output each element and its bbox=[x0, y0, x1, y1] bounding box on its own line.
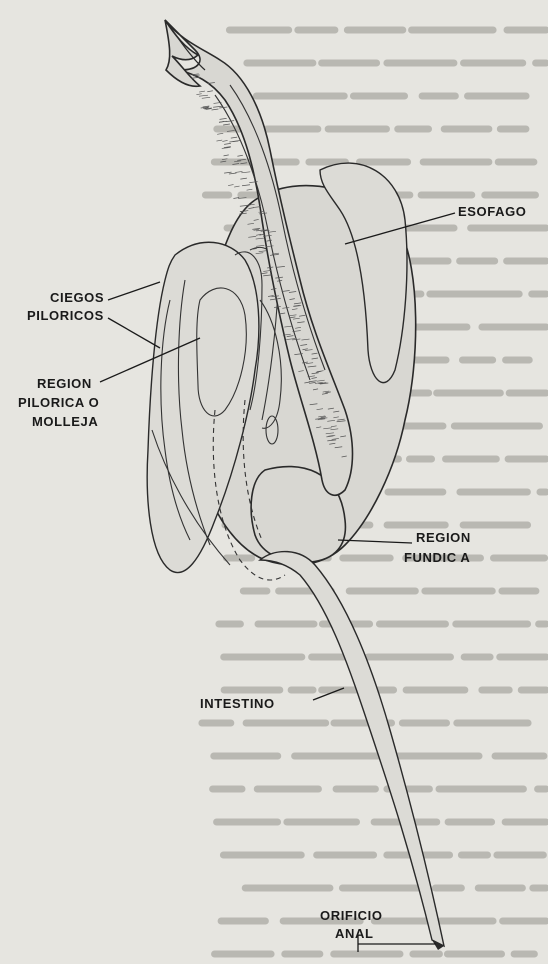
stipple-mark bbox=[237, 159, 246, 160]
stipple-mark bbox=[212, 109, 219, 110]
label-ciegos-l2: PILORICOS bbox=[27, 308, 104, 323]
stipple-mark bbox=[223, 124, 230, 125]
stipple-mark bbox=[224, 155, 229, 156]
stipple-mark bbox=[217, 133, 223, 134]
stipple-mark bbox=[219, 121, 224, 122]
stipple-mark bbox=[222, 159, 227, 160]
stipple-mark bbox=[216, 140, 222, 141]
label-region-fundica-l1: REGION bbox=[416, 530, 471, 545]
stipple-mark bbox=[232, 163, 239, 164]
stipple-mark bbox=[238, 198, 246, 199]
stipple-mark bbox=[199, 95, 208, 96]
label-intestino: INTESTINO bbox=[200, 696, 275, 711]
stipple-mark bbox=[222, 147, 231, 148]
stipple-mark bbox=[202, 97, 210, 98]
stipple-mark bbox=[228, 185, 233, 186]
stipple-mark bbox=[222, 140, 227, 141]
stipple-mark bbox=[224, 172, 231, 173]
stipple-mark bbox=[242, 185, 250, 186]
leader-ciegos-2 bbox=[108, 318, 160, 348]
stipple-mark bbox=[196, 94, 201, 95]
stipple-mark bbox=[229, 141, 238, 142]
intestine-tube bbox=[260, 552, 444, 946]
label-region-pilorica-l1: REGION bbox=[37, 376, 92, 391]
label-region-fundica-l2: FUNDIC A bbox=[404, 550, 470, 565]
label-esofago: ESOFAGO bbox=[458, 204, 527, 219]
label-orificio-l2: ANAL bbox=[335, 926, 374, 941]
label-orificio-l1: ORIFICIO bbox=[320, 908, 383, 923]
stipple-mark bbox=[207, 91, 213, 92]
stipple-mark bbox=[224, 143, 231, 144]
stipple-mark bbox=[234, 161, 241, 162]
stipple-mark bbox=[240, 163, 247, 164]
label-region-pilorica-l3: MOLLEJA bbox=[32, 414, 98, 429]
label-region-pilorica-l2: PILORICA O bbox=[18, 395, 99, 410]
label-ciegos-l1: CIEGOS bbox=[50, 290, 104, 305]
stipple-mark bbox=[229, 173, 236, 174]
stipple-mark bbox=[219, 107, 227, 108]
leader-intestino bbox=[313, 688, 344, 700]
stipple-mark bbox=[237, 155, 242, 156]
leader-ciegos-1 bbox=[108, 282, 160, 300]
stipple-mark bbox=[235, 171, 242, 172]
stipple-mark bbox=[234, 186, 239, 187]
stipple-mark bbox=[220, 161, 226, 162]
stipple-mark bbox=[240, 178, 247, 179]
stipple-mark bbox=[231, 137, 237, 138]
stipple-mark bbox=[220, 118, 227, 119]
stipple-mark bbox=[227, 130, 235, 131]
stipple-mark bbox=[226, 121, 234, 122]
stipple-mark bbox=[247, 189, 253, 190]
stipple-mark bbox=[213, 106, 222, 107]
stipple-mark bbox=[241, 172, 250, 173]
stipple-mark bbox=[199, 91, 205, 92]
